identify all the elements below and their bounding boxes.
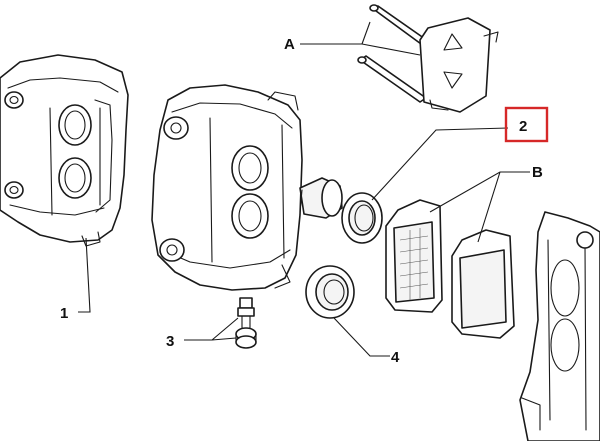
- brake-pad-rear: [451, 229, 515, 339]
- pad-retaining-spring: [419, 17, 499, 113]
- leader-three: [184, 317, 239, 341]
- brake-pad-front: [385, 199, 443, 313]
- leader-two: [371, 127, 509, 201]
- dust-boot-ring: [305, 265, 355, 319]
- callout-two: 2: [519, 118, 527, 135]
- callout-a: A: [284, 36, 295, 53]
- callout-b: B: [532, 164, 543, 181]
- callout-three: 3: [166, 333, 174, 350]
- leader-lines: [78, 21, 530, 357]
- caliper-half-right: [519, 211, 600, 441]
- callout-one: 1: [60, 305, 68, 322]
- piston-seal-ring: [341, 192, 383, 244]
- callout-two-highlight: [504, 106, 549, 143]
- bleed-screw: [235, 297, 257, 349]
- caliper-half-left: [0, 54, 129, 247]
- callout-four: 4: [391, 349, 400, 366]
- caliper-body: [151, 84, 303, 291]
- leader-one: [78, 237, 91, 313]
- leader-four: [333, 317, 390, 357]
- piston: [299, 177, 343, 219]
- leader-b: [429, 171, 530, 243]
